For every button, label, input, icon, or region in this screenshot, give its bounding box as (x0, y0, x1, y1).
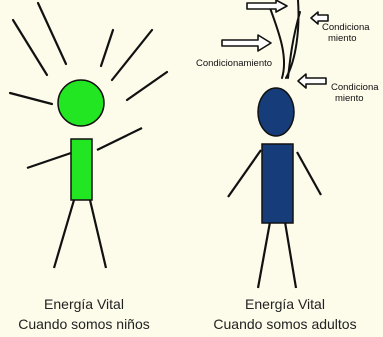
child-energy-rays (8, 1, 169, 106)
adult-caption-line2: Cuando somos adultos (213, 316, 357, 332)
ray (99, 28, 115, 68)
label-left: Condicionamiento (196, 58, 273, 69)
adult-right-arm (296, 151, 322, 196)
adult-caption-line1: Energía Vital (245, 296, 325, 312)
conditioning-arrows (221, 0, 329, 89)
ray (36, 1, 68, 66)
arrow-head-right (297, 73, 327, 89)
adult-body (261, 143, 294, 224)
child-body (70, 138, 93, 201)
label-head-right: Condiciona miento (331, 82, 379, 104)
child-left-arm (26, 151, 72, 170)
child-head (57, 79, 105, 127)
arrow-top-right (310, 11, 329, 25)
child-right-leg (88, 199, 108, 269)
adult-left-leg (256, 221, 272, 289)
adult-left-arm (227, 149, 262, 198)
arrow-left (221, 34, 272, 52)
ray (8, 91, 54, 106)
child-right-arm (96, 127, 143, 151)
adult-right-leg (283, 221, 298, 289)
label-top-right-line1: Condiciona (322, 22, 370, 33)
child-caption-line1: Energía Vital (44, 296, 124, 312)
label-top-right: Condiciona miento (322, 22, 370, 44)
ray (11, 18, 49, 77)
child-caption-line2: Cuando somos niños (18, 316, 150, 332)
arrow-top-left (246, 0, 288, 13)
child-figure (26, 79, 143, 269)
label-head-right-line2: miento (335, 93, 364, 104)
child-left-leg (52, 199, 76, 269)
label-head-right-line1: Condiciona (331, 82, 379, 93)
adult-figure (227, 87, 322, 289)
adult-caption: Energía Vital Cuando somos adultos (200, 294, 370, 334)
ray (125, 70, 169, 102)
label-top-right-line2: miento (328, 33, 357, 44)
child-caption: Energía Vital Cuando somos niños (6, 294, 162, 334)
ray (110, 28, 154, 82)
adult-head (257, 87, 295, 137)
conditioning-curves (269, 0, 301, 79)
